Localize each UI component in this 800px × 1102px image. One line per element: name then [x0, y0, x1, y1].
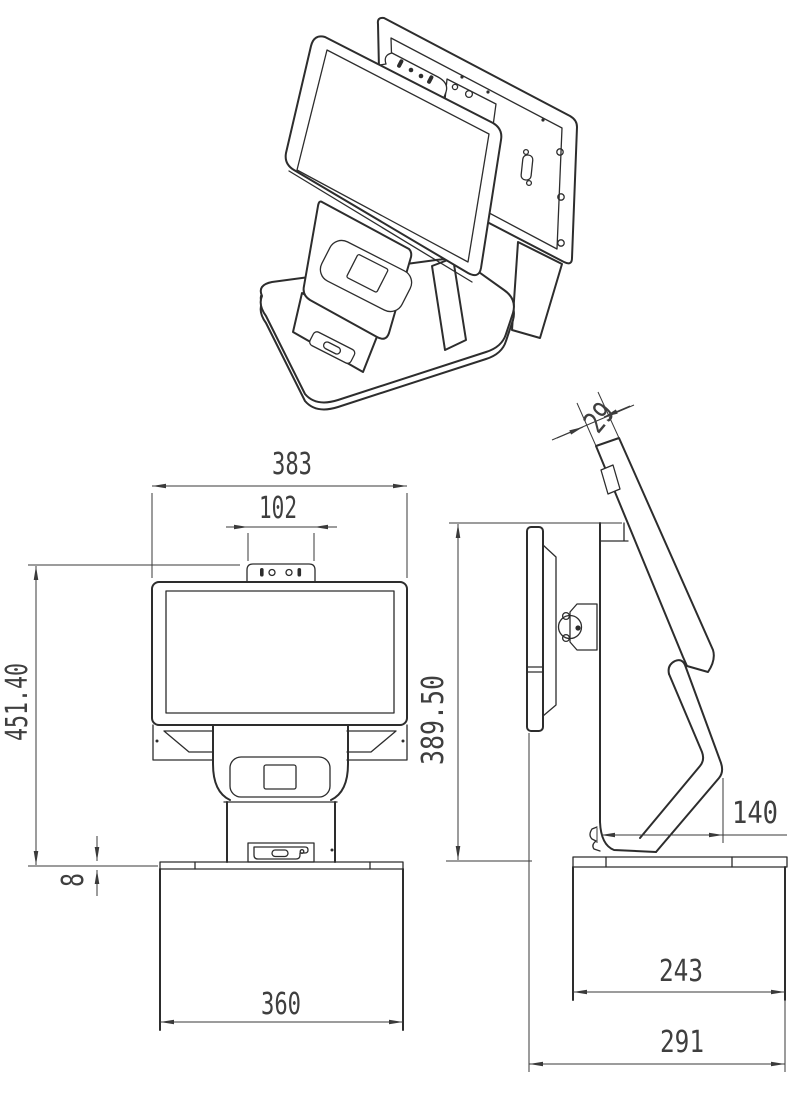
front-base-plate — [159, 861, 404, 870]
isometric-view — [259, 16, 578, 411]
front-printer-cover — [229, 756, 331, 798]
front-view: 383 102 451.40 8 360 — [0, 447, 408, 1031]
dim-front-overall-height: 451.40 — [0, 564, 240, 867]
dim-label-389-50: 389.50 — [416, 675, 451, 765]
dim-side-display-thickness: 29 — [551, 391, 635, 447]
front-monitor-bezel — [151, 581, 408, 726]
dim-label-383: 383 — [272, 447, 312, 482]
side-base-plate — [572, 856, 788, 868]
iso-card-slot — [309, 331, 356, 364]
side-support-leg — [589, 659, 724, 853]
front-camera-bar — [246, 563, 316, 583]
side-mount-knob — [557, 603, 598, 651]
side-base — [572, 856, 788, 1001]
dim-side-stand-height: 389.50 — [416, 522, 622, 862]
side-main-display — [595, 437, 715, 673]
dim-side-base-depth: 243 — [573, 954, 785, 995]
iso-vesa-hole — [557, 193, 565, 201]
side-cable-hook — [589, 826, 601, 852]
dim-label-360: 360 — [261, 987, 301, 1022]
front-stand — [212, 724, 349, 863]
dim-label-8: 8 — [56, 873, 91, 887]
dim-label-291: 291 — [660, 1025, 704, 1060]
dim-front-camera-width: 102 — [226, 491, 337, 561]
dim-side-overall-depth: 291 — [528, 733, 786, 1072]
side-view: 29 389.50 140 243 291 — [416, 391, 788, 1072]
dim-side-foot-depth: 140 — [596, 778, 787, 843]
iso-vesa-hole — [556, 148, 564, 156]
dim-label-451-40: 451.40 — [0, 663, 35, 741]
side-camera-pod — [600, 464, 621, 495]
iso-rear-support — [511, 241, 563, 339]
dim-label-243: 243 — [659, 954, 703, 989]
front-base — [159, 861, 404, 1031]
dim-label-102: 102 — [259, 491, 297, 526]
iso-screen-area — [296, 49, 490, 263]
front-left-shell — [152, 724, 214, 761]
iso-printer-cover — [319, 239, 413, 313]
dim-label-29: 29 — [577, 396, 622, 440]
dim-front-overall-width: 383 — [151, 447, 408, 578]
iso-main-display — [284, 35, 503, 283]
iso-connector-slot — [520, 148, 534, 187]
front-card-reader — [247, 842, 315, 863]
front-right-shell — [346, 724, 408, 761]
dim-front-base-width: 360 — [160, 987, 403, 1025]
side-rear-display — [526, 526, 557, 732]
front-screen-area — [165, 590, 395, 714]
iso-vesa-hole — [557, 239, 565, 247]
dim-label-140: 140 — [732, 796, 778, 831]
side-stand-column — [599, 522, 629, 823]
dim-front-plate-thickness: 8 — [56, 836, 100, 896]
